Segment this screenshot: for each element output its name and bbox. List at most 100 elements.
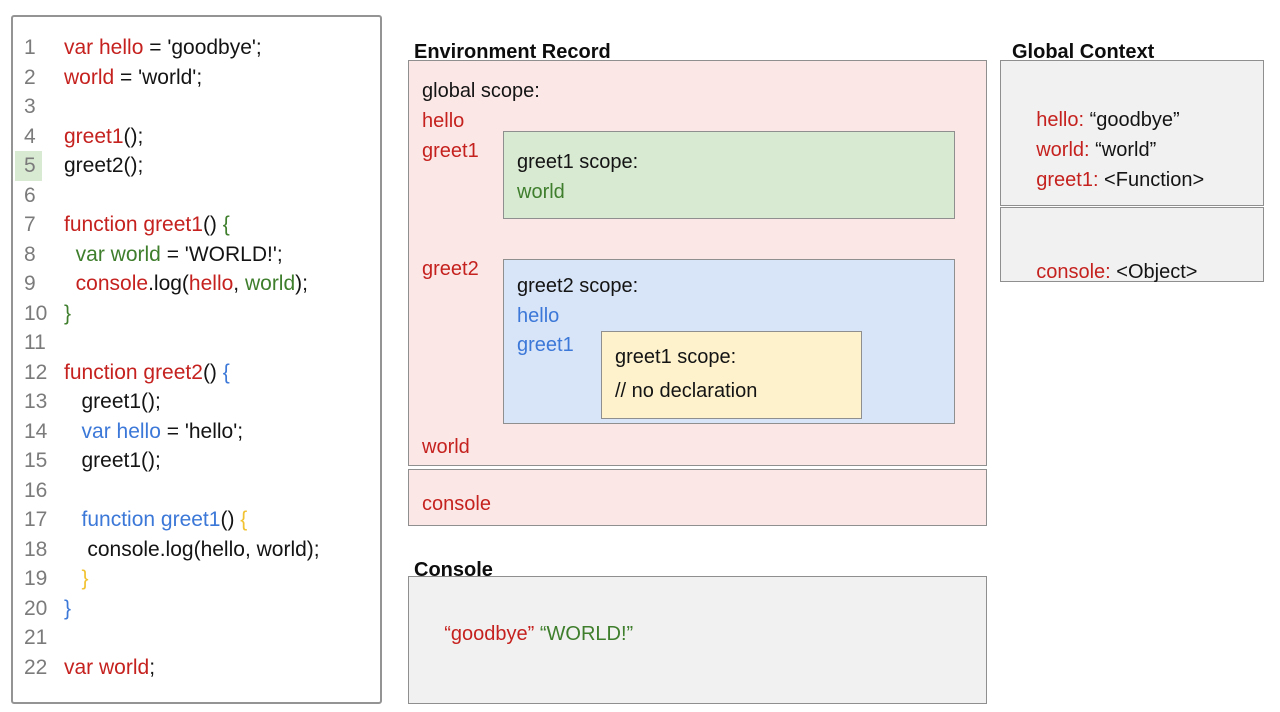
line-number: 2 bbox=[24, 65, 36, 89]
line-number: 21 bbox=[24, 626, 48, 649]
gc-binding-world: world: “world” bbox=[1014, 107, 1156, 194]
gc-binding-console-value: <Object> bbox=[1110, 261, 1198, 283]
code-line: 1 var hello = 'goodbye'; bbox=[13, 33, 380, 63]
gc-binding-greet1-name: greet1: bbox=[1036, 169, 1099, 191]
gc-binding-greet1: greet1: <Function> bbox=[1014, 137, 1204, 224]
global-scope-label: global scope: bbox=[422, 80, 540, 102]
global-var-hello: hello bbox=[422, 110, 465, 132]
console-output-box: “goodbye” “WORLD!” bbox=[408, 576, 987, 704]
code-text: greet1(); bbox=[64, 390, 161, 413]
global-var-greet1: greet1 bbox=[422, 140, 479, 162]
greet1-scope-box: greet1 scope: world bbox=[503, 131, 955, 219]
code-editor-panel: 1 var hello = 'goodbye'; 2 world = 'world';… bbox=[11, 15, 382, 704]
greet2-scope-var-greet1: greet1 bbox=[517, 334, 574, 356]
code-text: console.log(hello, world); bbox=[64, 537, 320, 561]
gc-binding-console-name: console: bbox=[1036, 261, 1111, 283]
code-line: 15 greet1(); bbox=[13, 446, 380, 476]
code-line: 18 console.log(hello, world); bbox=[13, 535, 380, 565]
code-text: console.log(hello, world); bbox=[75, 272, 308, 295]
code-text: world = 'world'; bbox=[64, 65, 203, 89]
gc-binding-hello-value: “goodbye” bbox=[1084, 109, 1180, 131]
console-title: Console bbox=[414, 558, 493, 581]
code-line: 4 greet1(); bbox=[13, 122, 380, 152]
line-number: 4 bbox=[24, 124, 36, 148]
code-text: var hello = 'goodbye'; bbox=[64, 36, 262, 59]
console-binding-label: console bbox=[422, 493, 491, 515]
gc-binding-hello: hello: “goodbye” bbox=[1014, 77, 1180, 164]
gc-binding-console: console: <Object> bbox=[1014, 229, 1197, 316]
code-text: greet2(); bbox=[64, 154, 144, 177]
code-line: 11 bbox=[13, 328, 380, 358]
line-number: 10 bbox=[24, 301, 48, 325]
code-text: } bbox=[64, 301, 72, 325]
line-number: 20 bbox=[24, 596, 48, 620]
code-line: 8 var world = 'WORLD!'; bbox=[13, 240, 380, 270]
code-line: 6 bbox=[13, 181, 380, 211]
line-number: 22 bbox=[24, 655, 48, 679]
code-line: 7 function greet1() { bbox=[13, 210, 380, 240]
global-context-console-box: console: <Object> bbox=[1000, 207, 1264, 283]
code-text: } bbox=[81, 567, 89, 590]
code-text: function greet2() { bbox=[64, 360, 230, 384]
line-number: 3 bbox=[24, 95, 36, 118]
console-output-goodbye: “goodbye” bbox=[444, 623, 535, 645]
code-line: 12 function greet2() { bbox=[13, 358, 380, 388]
greet2-scope-var-hello: hello bbox=[517, 305, 560, 327]
line-number: 11 bbox=[24, 331, 46, 354]
code-text: greet1(); bbox=[64, 449, 161, 472]
line-number: 15 bbox=[24, 449, 48, 472]
inner-greet1-scope-comment: // no declaration bbox=[615, 380, 758, 402]
line-number: 14 bbox=[24, 419, 48, 443]
global-context-box: hello: “goodbye” world: “world” greet1: … bbox=[1000, 60, 1264, 206]
global-var-greet2: greet2 bbox=[422, 258, 479, 280]
inner-greet1-scope-label: greet1 scope: bbox=[615, 346, 737, 368]
greet2-scope-label: greet2 scope: bbox=[517, 275, 639, 297]
code-text: var world; bbox=[64, 655, 156, 679]
gc-binding-hello-name: hello: bbox=[1036, 109, 1085, 131]
global-scope-box: global scope: hello greet1 greet2 world … bbox=[408, 60, 987, 466]
code-line: 2 world = 'world'; bbox=[13, 63, 380, 93]
line-number: 1 bbox=[24, 36, 36, 59]
code-text: function greet1() { bbox=[81, 508, 248, 531]
line-number: 19 bbox=[24, 567, 48, 590]
code-line: 21 bbox=[13, 623, 380, 653]
global-var-world: world bbox=[422, 436, 470, 458]
line-number: 9 bbox=[24, 272, 36, 295]
code-line: 20} bbox=[13, 594, 380, 624]
code-line: 16 bbox=[13, 476, 380, 506]
greet2-scope-box: greet2 scope: hello greet1 greet1 scope:… bbox=[503, 259, 955, 424]
line-number: 7 bbox=[24, 213, 36, 236]
inner-greet1-scope-box: greet1 scope: // no declaration bbox=[601, 331, 862, 419]
console-binding-box: console bbox=[408, 469, 987, 526]
code-text: var hello = 'hello'; bbox=[81, 419, 244, 443]
line-number: 17 bbox=[24, 508, 48, 531]
line-number: 18 bbox=[24, 537, 48, 561]
code-line: 17 function greet1() { bbox=[13, 505, 380, 535]
environment-record-title: Environment Record bbox=[414, 40, 611, 63]
code-line: 9 console.log(hello, world); bbox=[13, 269, 380, 299]
gc-binding-world-value: “world” bbox=[1089, 139, 1157, 161]
code-text: function greet1() { bbox=[64, 213, 230, 236]
code-line: 19 } bbox=[13, 564, 380, 594]
code-text: } bbox=[64, 596, 72, 620]
line-number: 12 bbox=[24, 360, 48, 384]
line-number: 16 bbox=[24, 478, 48, 502]
code-text: var world = 'WORLD!'; bbox=[75, 242, 283, 266]
line-number: 13 bbox=[24, 390, 48, 413]
console-output-world: “WORLD!” bbox=[539, 623, 634, 645]
code-line: 13 greet1(); bbox=[13, 387, 380, 417]
code-line: 22 var world; bbox=[13, 653, 380, 683]
line-number: 6 bbox=[24, 183, 36, 207]
line-number: 8 bbox=[24, 242, 36, 266]
console-output-line: “goodbye” “WORLD!” bbox=[422, 591, 633, 678]
gc-binding-greet1-value: <Function> bbox=[1098, 169, 1205, 191]
code-line: 3 bbox=[13, 92, 380, 122]
global-context-title: Global Context bbox=[1012, 40, 1155, 63]
gc-binding-world-name: world: bbox=[1036, 139, 1090, 161]
line-number: 5 bbox=[15, 151, 64, 181]
code-text: greet1(); bbox=[64, 124, 144, 148]
code-line: 14 var hello = 'hello'; bbox=[13, 417, 380, 447]
greet1-scope-label: greet1 scope: bbox=[517, 151, 639, 173]
code-line: 10} bbox=[13, 299, 380, 329]
